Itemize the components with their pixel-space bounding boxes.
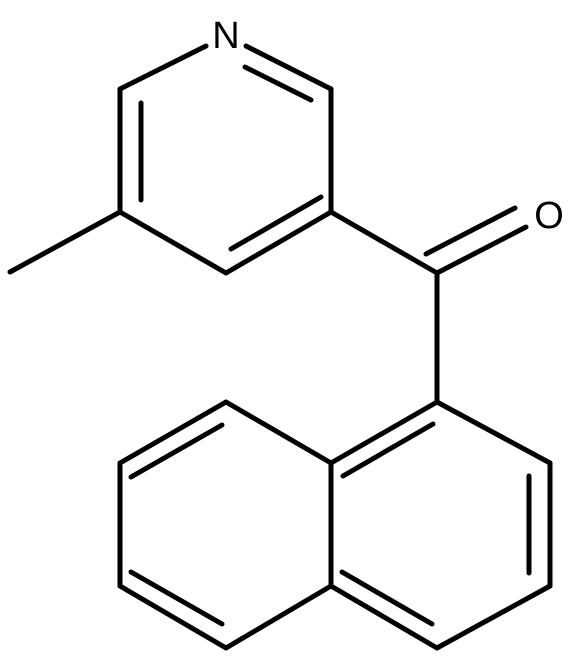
naphthalene-c3-c4: [434, 583, 553, 651]
nitrogen-atom-label: N: [212, 15, 239, 57]
bond-n-c2: [117, 43, 209, 92]
bond-c4-c5: [223, 209, 334, 276]
naphthalene-c8a-c1-inner: [340, 421, 436, 479]
naphthalene-c4-c4a: [328, 583, 440, 651]
bond-carbonyl-oxygen-2: [423, 205, 518, 257]
bond-c4-c5-inner: [228, 194, 324, 252]
naphthalene-c8a-c8: [223, 399, 334, 466]
bond-c3-c4: [117, 209, 229, 276]
bond-c6-n-inner: [242, 64, 314, 103]
naphthalene-c8-c7-inner: [128, 422, 225, 480]
naphthalene-c8-c7: [117, 399, 229, 466]
naphthalene-c6-c5: [117, 583, 229, 651]
naphthalene-c4-c4a-inner: [339, 569, 435, 627]
naphthalene-c8a-c1: [328, 399, 440, 466]
naphthalene-c1-c2: [434, 399, 553, 466]
bond-c6-n: [243, 43, 334, 92]
naphthalene-c6-c5-inner: [128, 569, 225, 627]
bond-carbonyl-oxygen: [434, 224, 529, 276]
naphthalene-c5-c4a: [223, 583, 334, 651]
oxygen-atom-label: O: [534, 195, 564, 237]
bond-c3-methyl: [7, 209, 123, 275]
bond-ring-carbonyl: [328, 209, 440, 276]
